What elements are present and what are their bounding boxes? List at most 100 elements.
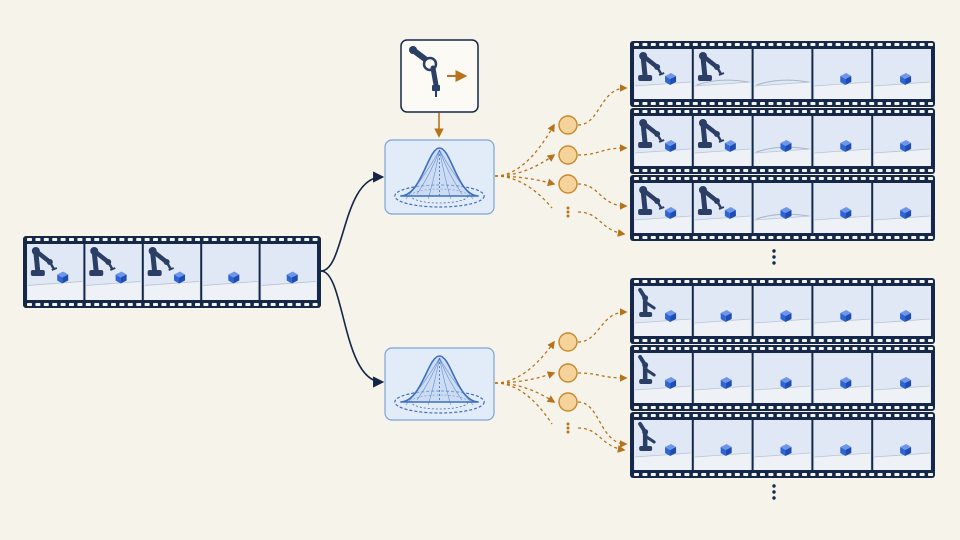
video-frame bbox=[753, 286, 812, 336]
robot-arm-icon bbox=[89, 247, 116, 276]
sample-node-icon bbox=[558, 145, 578, 165]
video-frame bbox=[634, 116, 692, 166]
robot-arm-icon bbox=[147, 247, 175, 276]
cube-icon bbox=[900, 310, 912, 322]
video-frame bbox=[634, 286, 692, 336]
robot-arm-with-action-arrow-icon bbox=[400, 39, 479, 113]
cube-icon bbox=[665, 444, 677, 456]
video-frame bbox=[753, 183, 812, 233]
generated-video-strip bbox=[630, 345, 935, 411]
cube-icon bbox=[665, 310, 677, 322]
sample-arrow bbox=[494, 154, 556, 177]
sample-node-icon bbox=[558, 174, 578, 194]
sample-arrow bbox=[494, 175, 556, 187]
cube-icon bbox=[228, 271, 240, 284]
sample-to-video-arrow bbox=[577, 401, 628, 448]
video-frame bbox=[813, 183, 872, 233]
cube-icon bbox=[900, 444, 912, 456]
sample-arrow bbox=[494, 175, 553, 209]
video-frame bbox=[813, 49, 872, 99]
video-frame bbox=[202, 244, 259, 300]
cube-icon bbox=[724, 140, 736, 152]
video-frame bbox=[873, 420, 931, 470]
distribution-box-upper bbox=[384, 139, 495, 215]
cube-icon bbox=[840, 377, 852, 389]
flow-arrow-lower bbox=[320, 270, 385, 388]
video-frame bbox=[693, 183, 752, 233]
sample-to-video-arrow bbox=[577, 183, 628, 210]
video-frame bbox=[873, 353, 931, 403]
generated-video-strip bbox=[630, 278, 935, 344]
cube-icon bbox=[665, 377, 677, 389]
video-frame bbox=[873, 49, 931, 99]
robot-arm-icon bbox=[30, 247, 58, 276]
cube-icon bbox=[665, 207, 677, 219]
sample-node-icon bbox=[558, 332, 578, 352]
video-frame bbox=[143, 244, 201, 300]
sample-to-video-arrow bbox=[577, 427, 626, 453]
sample-to-video-arrow bbox=[577, 144, 628, 156]
sample-node-icon bbox=[558, 392, 578, 412]
video-frame bbox=[873, 183, 931, 233]
cube-icon bbox=[115, 271, 127, 284]
distribution-box-lower bbox=[384, 347, 495, 421]
robot-arm-icon bbox=[697, 119, 725, 148]
video-frame bbox=[27, 244, 84, 300]
video-frame bbox=[634, 49, 692, 99]
cube-icon bbox=[720, 377, 732, 389]
cube-icon bbox=[720, 310, 732, 322]
sample-arrow bbox=[494, 382, 556, 403]
video-frame bbox=[693, 420, 752, 470]
video-frame bbox=[873, 116, 931, 166]
cube-icon bbox=[840, 444, 852, 456]
robot-arm-icon bbox=[638, 186, 665, 215]
robot-arm-icon bbox=[638, 422, 656, 451]
video-frame bbox=[260, 244, 317, 300]
cube-icon bbox=[724, 207, 736, 219]
vertical-ellipsis-icon bbox=[566, 422, 570, 434]
robot-arm-icon bbox=[638, 119, 665, 148]
cube-icon bbox=[286, 271, 298, 284]
cube-icon bbox=[780, 207, 792, 219]
cube-icon bbox=[665, 73, 677, 85]
flow-arrow-upper bbox=[320, 171, 385, 272]
video-frame bbox=[753, 116, 812, 166]
cube-icon bbox=[900, 73, 912, 85]
cube-icon bbox=[780, 310, 792, 322]
robot-arm-icon bbox=[697, 186, 725, 215]
robot-arm-icon bbox=[409, 46, 440, 97]
video-frame bbox=[813, 353, 872, 403]
cube-icon bbox=[780, 444, 792, 456]
cube-icon bbox=[665, 140, 677, 152]
robot-arm-icon bbox=[638, 52, 665, 81]
video-frame bbox=[634, 183, 692, 233]
robot-arm-icon bbox=[638, 355, 656, 384]
cube-icon bbox=[840, 73, 852, 85]
vertical-ellipsis-icon bbox=[566, 206, 570, 218]
generated-video-strip bbox=[630, 41, 935, 107]
sample-arrow bbox=[494, 371, 556, 384]
video-frame bbox=[634, 420, 692, 470]
video-frame bbox=[693, 49, 752, 99]
cube-icon bbox=[900, 140, 912, 152]
sample-to-video-arrow bbox=[577, 211, 626, 237]
cube-icon bbox=[840, 207, 852, 219]
video-frame bbox=[813, 116, 872, 166]
cube-icon bbox=[174, 271, 186, 284]
cube-icon bbox=[780, 140, 792, 152]
cube-icon bbox=[57, 271, 69, 284]
video-frame bbox=[753, 49, 812, 99]
sample-arrow bbox=[494, 340, 555, 384]
cube-icon bbox=[720, 444, 732, 456]
cube-icon bbox=[840, 310, 852, 322]
video-frame bbox=[693, 286, 752, 336]
generated-video-strip bbox=[630, 175, 935, 241]
robot-arm-icon bbox=[697, 52, 725, 81]
cube-icon bbox=[900, 207, 912, 219]
sample-to-video-arrow bbox=[577, 308, 628, 343]
video-frame bbox=[813, 420, 872, 470]
video-frame bbox=[693, 116, 752, 166]
vertical-ellipsis-icon bbox=[772, 249, 776, 265]
